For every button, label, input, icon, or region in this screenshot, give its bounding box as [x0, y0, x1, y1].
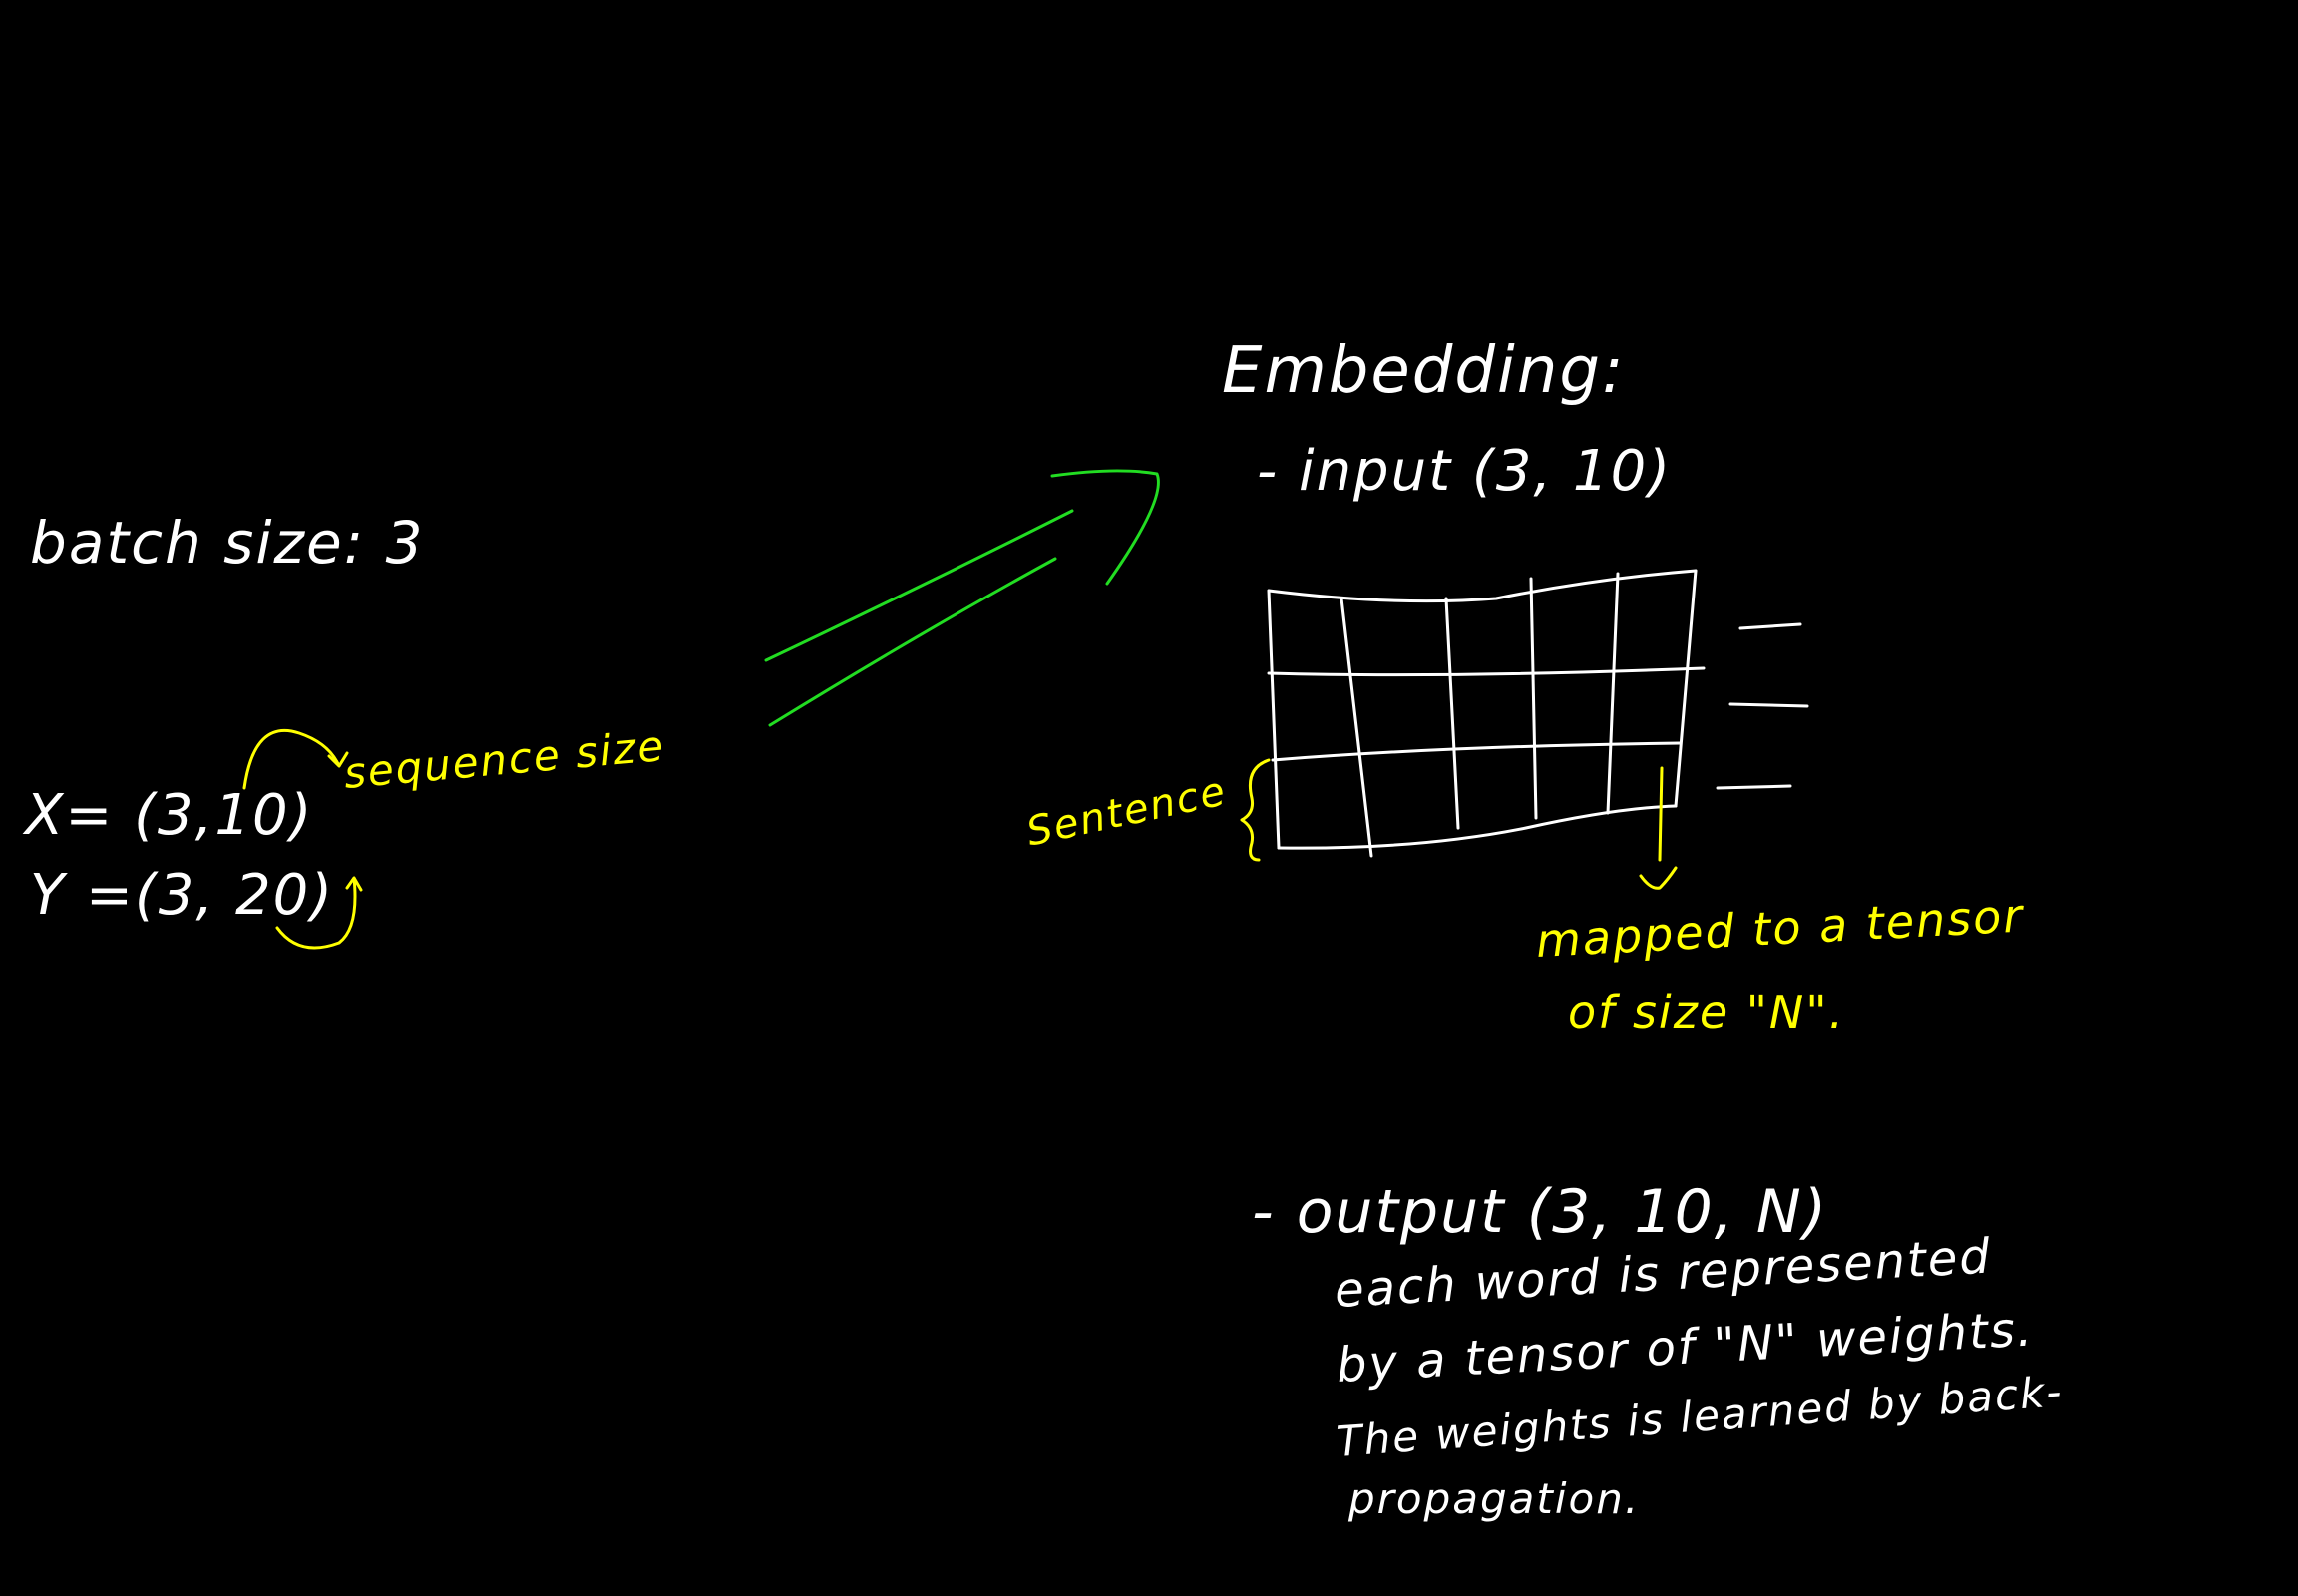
embedding-title: Embedding: [1222, 334, 1626, 408]
grid-col-line-6 [1674, 569, 1698, 808]
mapped-down-arrow-icon [1639, 766, 1678, 890]
arrow-head [1050, 469, 1160, 586]
grid-row-line-2 [1267, 666, 1706, 677]
grid-col-line-4 [1529, 577, 1538, 820]
sequence-size-curve-arrow [242, 728, 349, 790]
mapped-note-line2: of size "N". [1568, 986, 1846, 1039]
grid-row-line-top [1267, 569, 1698, 603]
grid-col-line-2 [1340, 597, 1373, 858]
row-dash-1 [1738, 622, 1802, 630]
embedding-input-note: - input (3, 10) [1257, 439, 1673, 504]
arrow-shaft-lower [768, 557, 1057, 727]
x-shape-note: X= (3,10) [25, 783, 314, 848]
output-description-line4: propagation. [1348, 1474, 1641, 1523]
row-dash-2 [1728, 702, 1809, 708]
embedding-grid [1267, 569, 1809, 858]
grid-col-line-1 [1267, 589, 1281, 850]
grid-col-line-3 [1444, 597, 1460, 830]
row-dash-3 [1716, 784, 1792, 790]
arrow-shaft-upper [764, 509, 1074, 662]
y-shape-note: Y =(3, 20) [30, 863, 335, 928]
grid-row-line-3 [1271, 741, 1683, 762]
green-arrow-icon [764, 469, 1160, 727]
grid-col-line-5 [1606, 572, 1620, 815]
embedding-output-note: - output (3, 10, N) [1252, 1177, 1829, 1247]
grid-row-line-bottom [1277, 804, 1678, 850]
batch-size-note: batch size: 3 [30, 509, 425, 577]
y-shape-curve-arrow [275, 876, 363, 950]
sentence-brace-icon [1240, 758, 1271, 862]
